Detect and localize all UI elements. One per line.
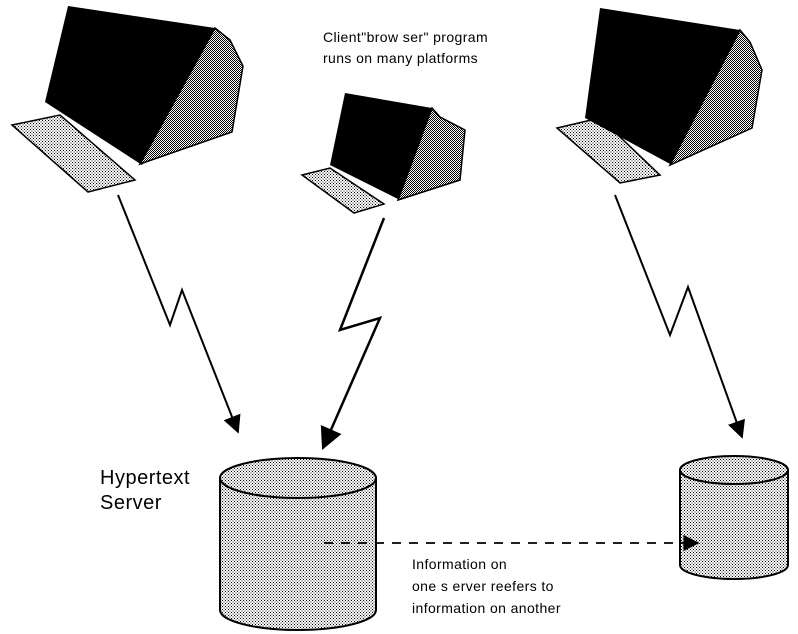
info-note-line3: information on another (412, 600, 561, 616)
client-computer-center-icon (300, 93, 466, 214)
hypertext-server-icon (219, 457, 377, 631)
remote-server-icon (679, 455, 789, 580)
client-note-line2: runs on many platforms (323, 50, 479, 66)
server-label-line2: Server (100, 492, 162, 514)
connection-arrow-center (320, 217, 386, 451)
info-note-line2: one s erver reefers to (412, 578, 554, 594)
client-computer-left-icon (10, 6, 244, 193)
info-note-line1: Information on (412, 556, 508, 572)
client-computer-right-icon (555, 8, 763, 184)
server-label-line1: Hypertext (100, 467, 191, 489)
connection-arrow-right (614, 194, 745, 439)
client-note-line1: Client"brow ser" program (323, 29, 489, 45)
connection-arrow-left (117, 194, 241, 434)
